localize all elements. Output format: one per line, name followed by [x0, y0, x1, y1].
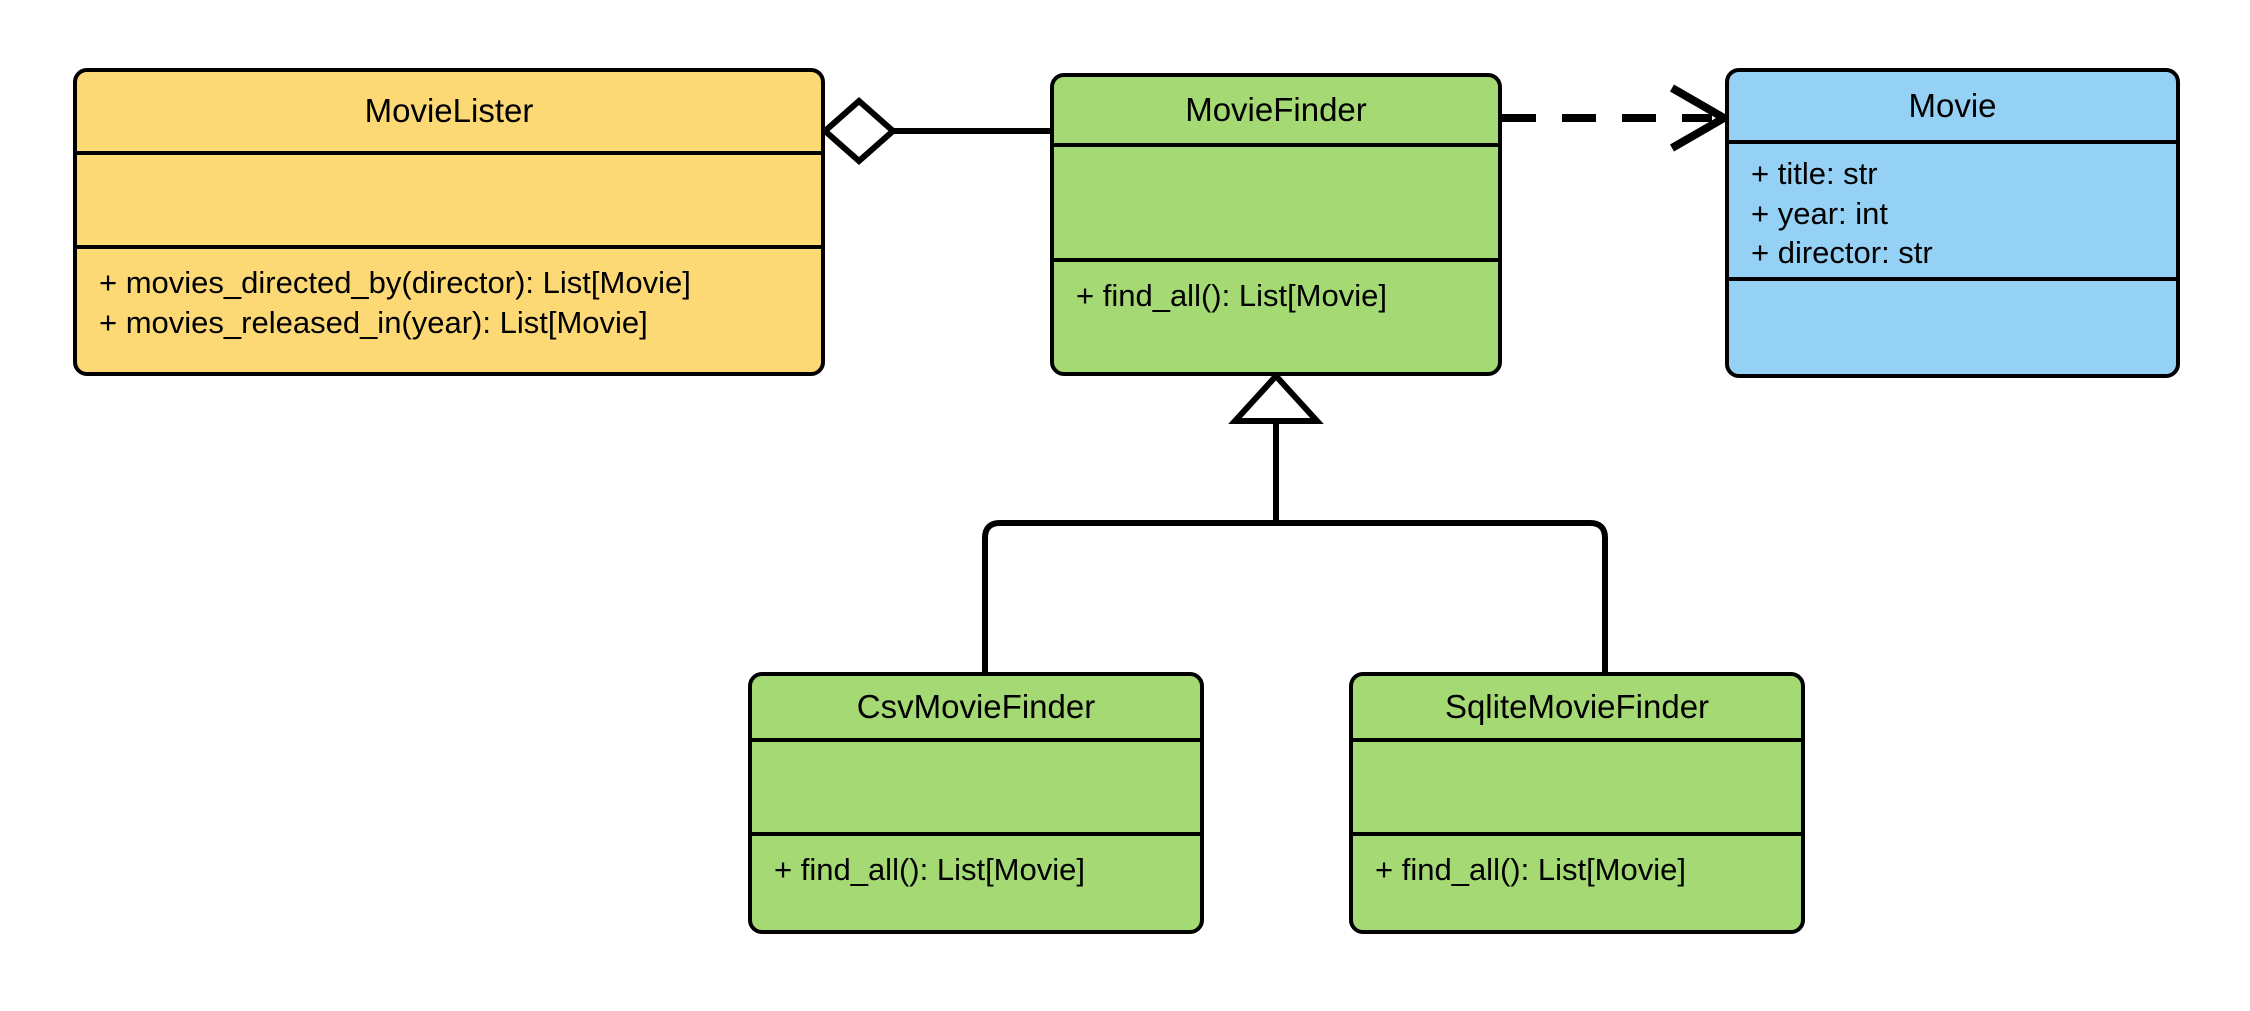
attribute-line: + year: int: [1751, 195, 1888, 231]
class-name-compartment: MovieLister: [77, 72, 821, 155]
class-attributes-compartment: [752, 742, 1200, 836]
attribute-line: + title: str: [1751, 156, 1878, 191]
class-box-movie-lister[interactable]: MovieLister + movies_directed_by(directo…: [73, 68, 825, 376]
method-line: + movies_released_in(year): List[Movie]: [99, 304, 648, 340]
generalization-fork-bar: [982, 520, 1608, 672]
class-attributes-compartment: [1054, 147, 1498, 262]
class-attributes-compartment: + title: str + year: int + director: str: [1729, 144, 2176, 281]
edge-generalization-tree[interactable]: [982, 371, 1608, 672]
class-methods-compartment: + find_all(): List[Movie]: [1054, 262, 1498, 372]
class-name-compartment: Movie: [1729, 72, 2176, 144]
class-name-compartment: SqliteMovieFinder: [1353, 676, 1801, 742]
method-line: + find_all(): List[Movie]: [1076, 278, 1387, 313]
class-title: CsvMovieFinder: [856, 687, 1096, 725]
class-title: MovieFinder: [1185, 90, 1367, 128]
method-line: + find_all(): List[Movie]: [1375, 852, 1686, 887]
class-box-csv-movie-finder[interactable]: CsvMovieFinder + find_all(): List[Movie]: [748, 672, 1204, 934]
class-title: MovieLister: [364, 92, 534, 130]
class-methods-compartment: + movies_directed_by(director): List[Mov…: [77, 249, 821, 372]
class-methods-compartment: [1729, 281, 2176, 374]
class-name-compartment: MovieFinder: [1054, 77, 1498, 147]
class-box-sqlite-movie-finder[interactable]: SqliteMovieFinder + find_all(): List[Mov…: [1349, 672, 1805, 934]
method-line: + movies_directed_by(director): List[Mov…: [99, 265, 691, 300]
class-methods-compartment: + find_all(): List[Movie]: [752, 836, 1200, 930]
class-attributes-compartment: [1353, 742, 1801, 836]
method-line: + find_all(): List[Movie]: [774, 852, 1085, 887]
class-attributes-compartment: [77, 155, 821, 249]
class-box-movie[interactable]: Movie + title: str + year: int + directo…: [1725, 68, 2180, 378]
attribute-line: + director: str: [1751, 235, 1933, 271]
hollow-triangle-icon: [1228, 371, 1324, 424]
class-title: Movie: [1908, 86, 1997, 124]
hollow-diamond-icon: [820, 96, 898, 166]
class-title: SqliteMovieFinder: [1444, 687, 1710, 725]
class-name-compartment: CsvMovieFinder: [752, 676, 1200, 742]
class-methods-compartment: + find_all(): List[Movie]: [1353, 836, 1801, 930]
edge-lister-aggregates-finder[interactable]: [820, 96, 1050, 166]
open-arrow-icon: [1670, 84, 1733, 152]
edge-finder-depends-on-movie[interactable]: [1502, 84, 1733, 152]
class-box-movie-finder[interactable]: MovieFinder + find_all(): List[Movie]: [1050, 73, 1502, 376]
